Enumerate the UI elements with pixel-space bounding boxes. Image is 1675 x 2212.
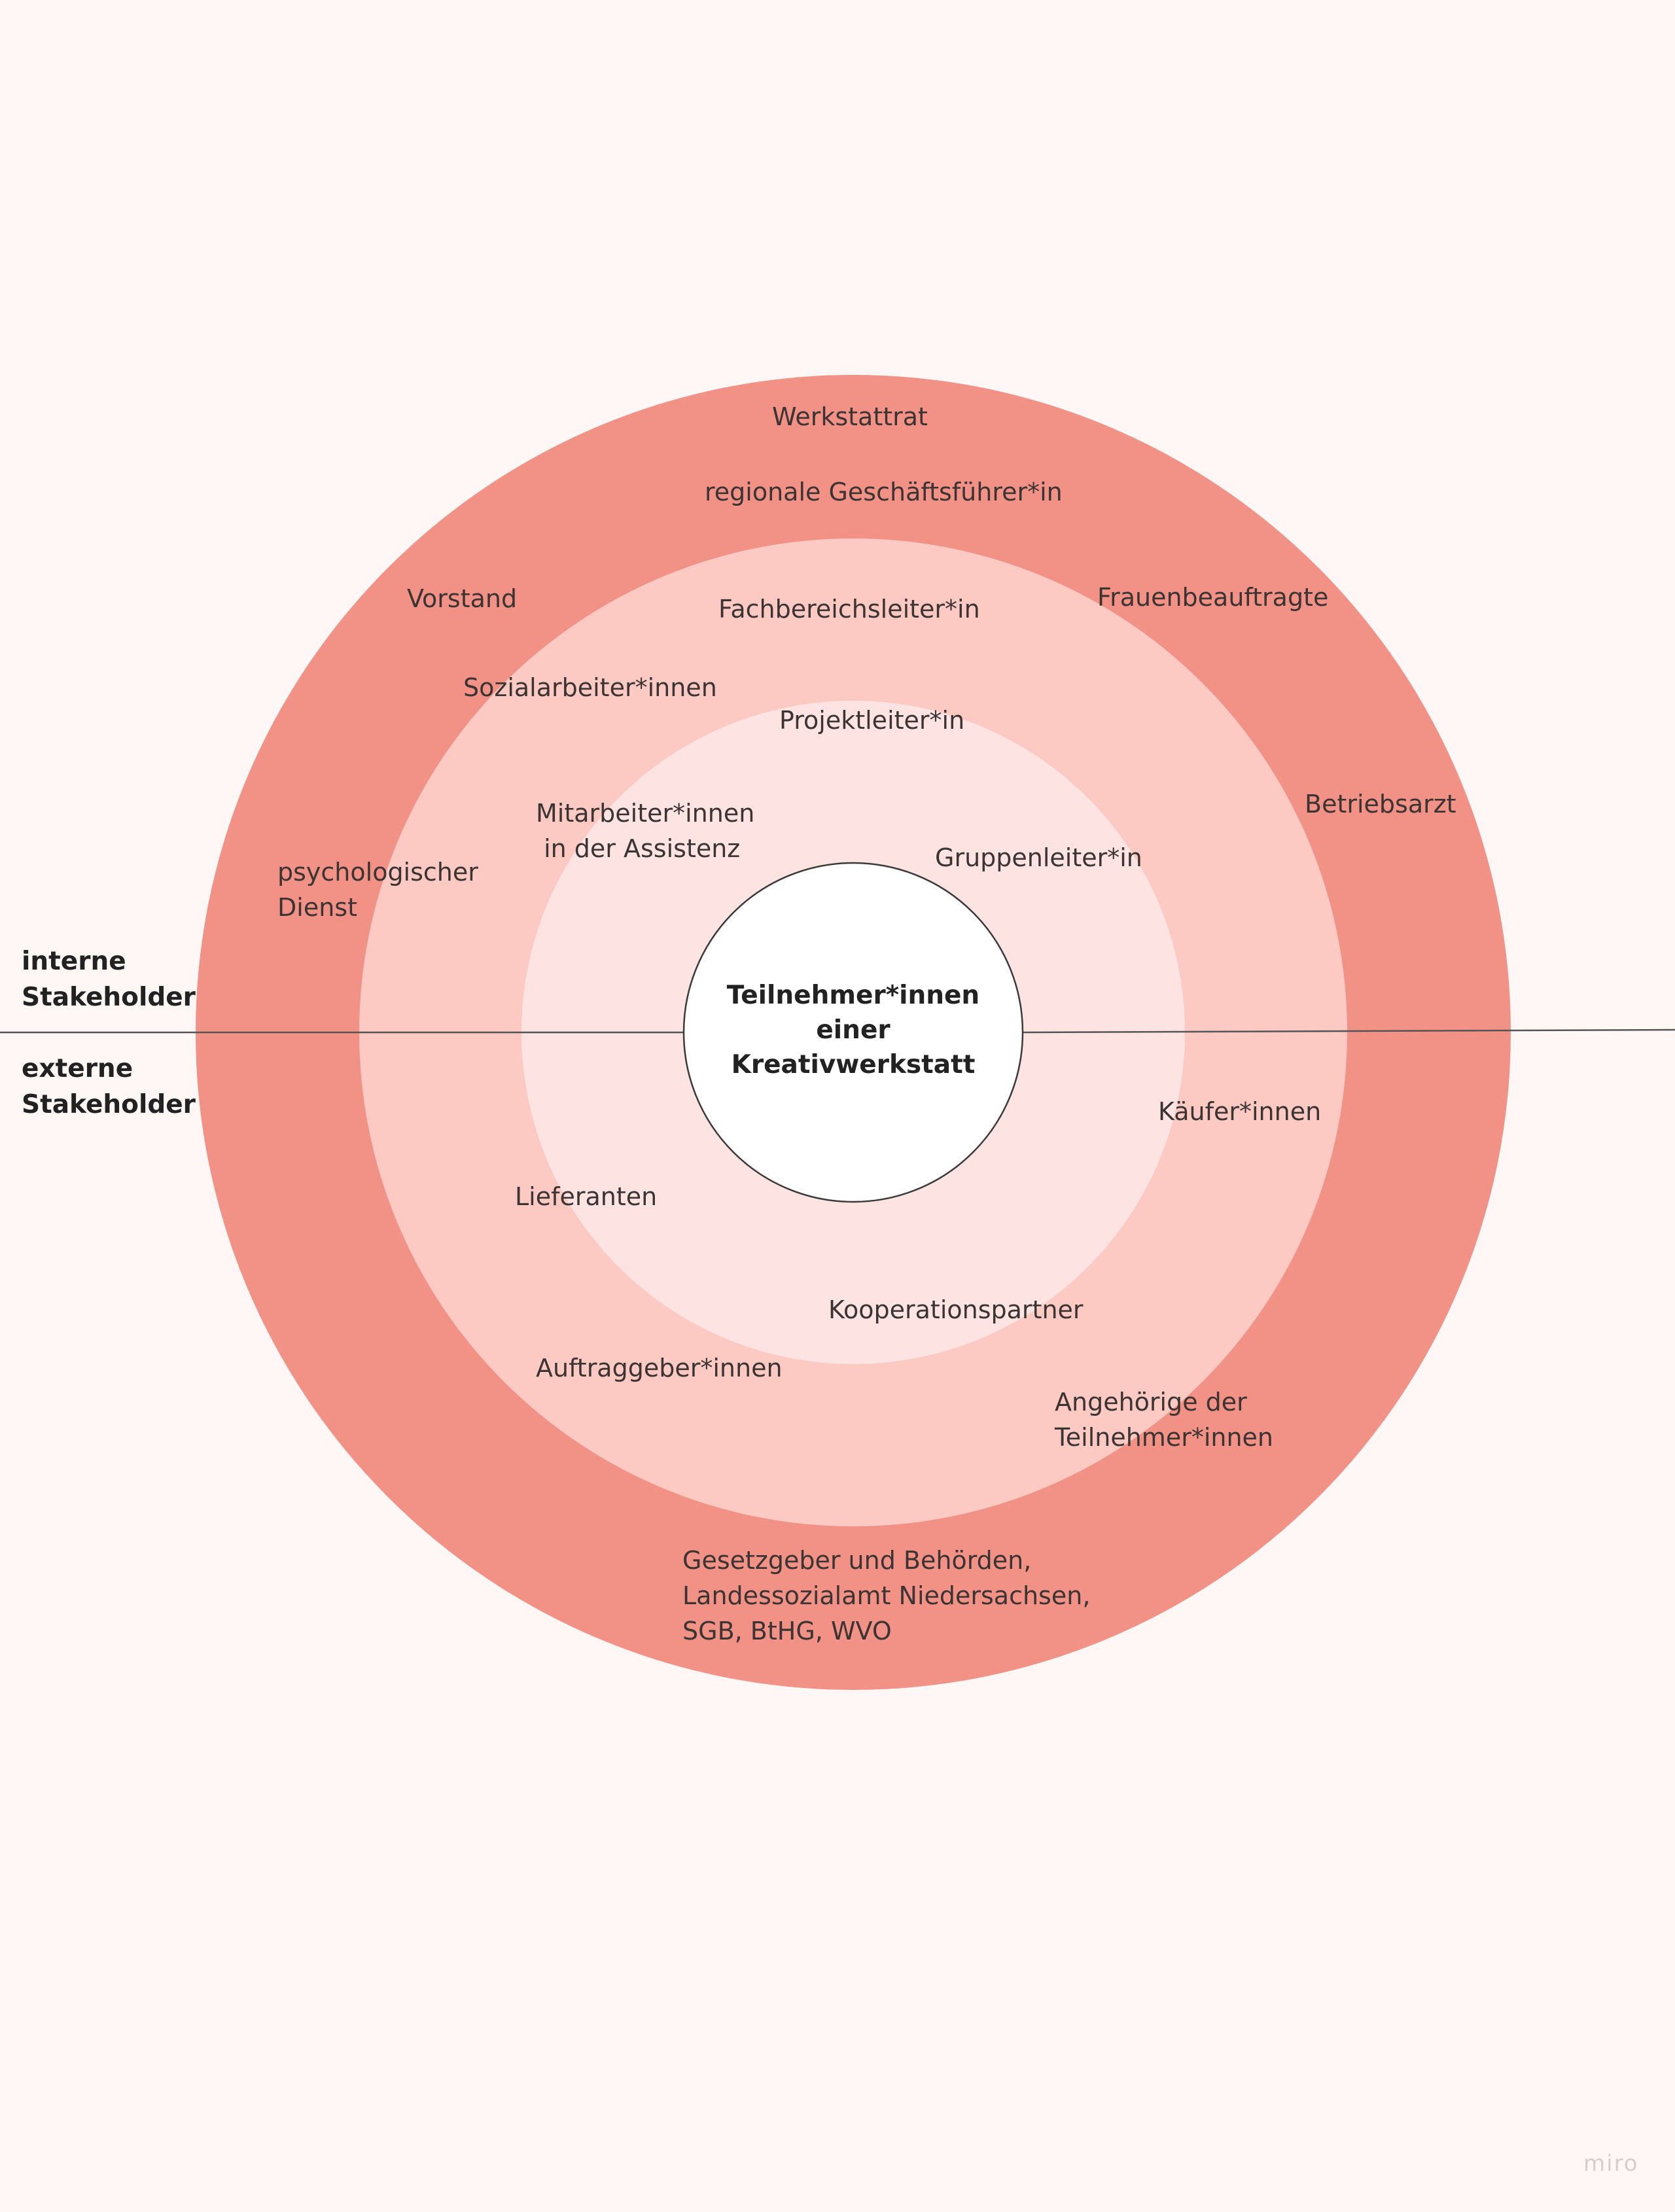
external-stakeholders-label-line: Stakeholder <box>22 1090 196 1119</box>
label-gruppenleiter: Gruppenleiter*in <box>935 843 1142 872</box>
label-kooperationspartner-line: Kooperationspartner <box>828 1295 1084 1324</box>
label-mitarbeiter-assistenz-line: Mitarbeiter*innen <box>536 799 754 828</box>
label-sozialarbeiter-line: Sozialarbeiter*innen <box>463 673 717 702</box>
label-gesetzgeber-line: Gesetzgeber und Behörden, <box>682 1546 1031 1575</box>
label-gesetzgeber-line: Landessozialamt Niedersachsen, <box>682 1581 1090 1610</box>
label-werkstattrat-line: Werkstattrat <box>772 402 928 431</box>
center-label-line: einer <box>816 1015 890 1045</box>
label-lieferanten-line: Lieferanten <box>515 1182 657 1211</box>
label-betriebsarzt-line: Betriebsarzt <box>1305 790 1456 818</box>
internal-stakeholders-label-line: interne <box>22 947 126 976</box>
label-projektleiter-line: Projektleiter*in <box>779 706 964 735</box>
internal-stakeholders-label-line: Stakeholder <box>22 983 196 1012</box>
label-vorstand: Vorstand <box>407 584 517 613</box>
label-mitarbeiter-assistenz-line: in der Assistenz <box>536 834 740 863</box>
label-regionale-geschaeftsfuehrer-line: regionale Geschäftsführer*in <box>705 478 1063 506</box>
label-gesetzgeber-line: SGB, BtHG, WVO <box>682 1617 892 1645</box>
label-angehoerige-line: Teilnehmer*innen <box>1054 1423 1273 1452</box>
label-mitarbeiter-assistenz: Mitarbeiter*innen in der Assistenz <box>536 799 754 863</box>
miro-watermark: miro <box>1583 2151 1639 2177</box>
label-vorstand-line: Vorstand <box>407 584 517 613</box>
label-projektleiter: Projektleiter*in <box>779 706 964 735</box>
label-werkstattrat: Werkstattrat <box>772 402 928 431</box>
label-betriebsarzt: Betriebsarzt <box>1305 790 1456 818</box>
label-fachbereichsleiter-line: Fachbereichsleiter*in <box>718 595 980 623</box>
label-kaeufer: Käufer*innen <box>1158 1097 1321 1126</box>
label-psychologischer-dienst-line: Dienst <box>277 893 357 922</box>
label-gesetzgeber: Gesetzgeber und Behörden, Landessozialamt… <box>682 1546 1090 1645</box>
label-lieferanten: Lieferanten <box>515 1182 657 1211</box>
label-psychologischer-dienst-line: psychologischer <box>277 858 478 887</box>
label-frauenbeauftragte: Frauenbeauftragte <box>1097 583 1328 612</box>
label-auftraggeber-line: Auftraggeber*innen <box>536 1354 783 1382</box>
label-sozialarbeiter: Sozialarbeiter*innen <box>463 673 717 702</box>
divider-line-right <box>1022 1028 1675 1034</box>
label-angehoerige-line: Angehörige der <box>1055 1388 1247 1416</box>
label-kooperationspartner: Kooperationspartner <box>828 1295 1084 1324</box>
label-auftraggeber: Auftraggeber*innen <box>536 1354 783 1382</box>
core-circle <box>682 862 1024 1203</box>
label-fachbereichsleiter: Fachbereichsleiter*in <box>718 595 980 623</box>
center-label-line: Kreativwerkstatt <box>732 1050 976 1080</box>
external-stakeholders-label-line: externe <box>22 1054 133 1083</box>
center-label-line: Teilnehmer*innen <box>727 981 979 1010</box>
label-gruppenleiter-line: Gruppenleiter*in <box>935 843 1142 872</box>
label-frauenbeauftragte-line: Frauenbeauftragte <box>1097 583 1328 612</box>
label-regionale-geschaeftsfuehrer: regionale Geschäftsführer*in <box>705 478 1063 506</box>
label-kaeufer-line: Käufer*innen <box>1158 1097 1321 1126</box>
